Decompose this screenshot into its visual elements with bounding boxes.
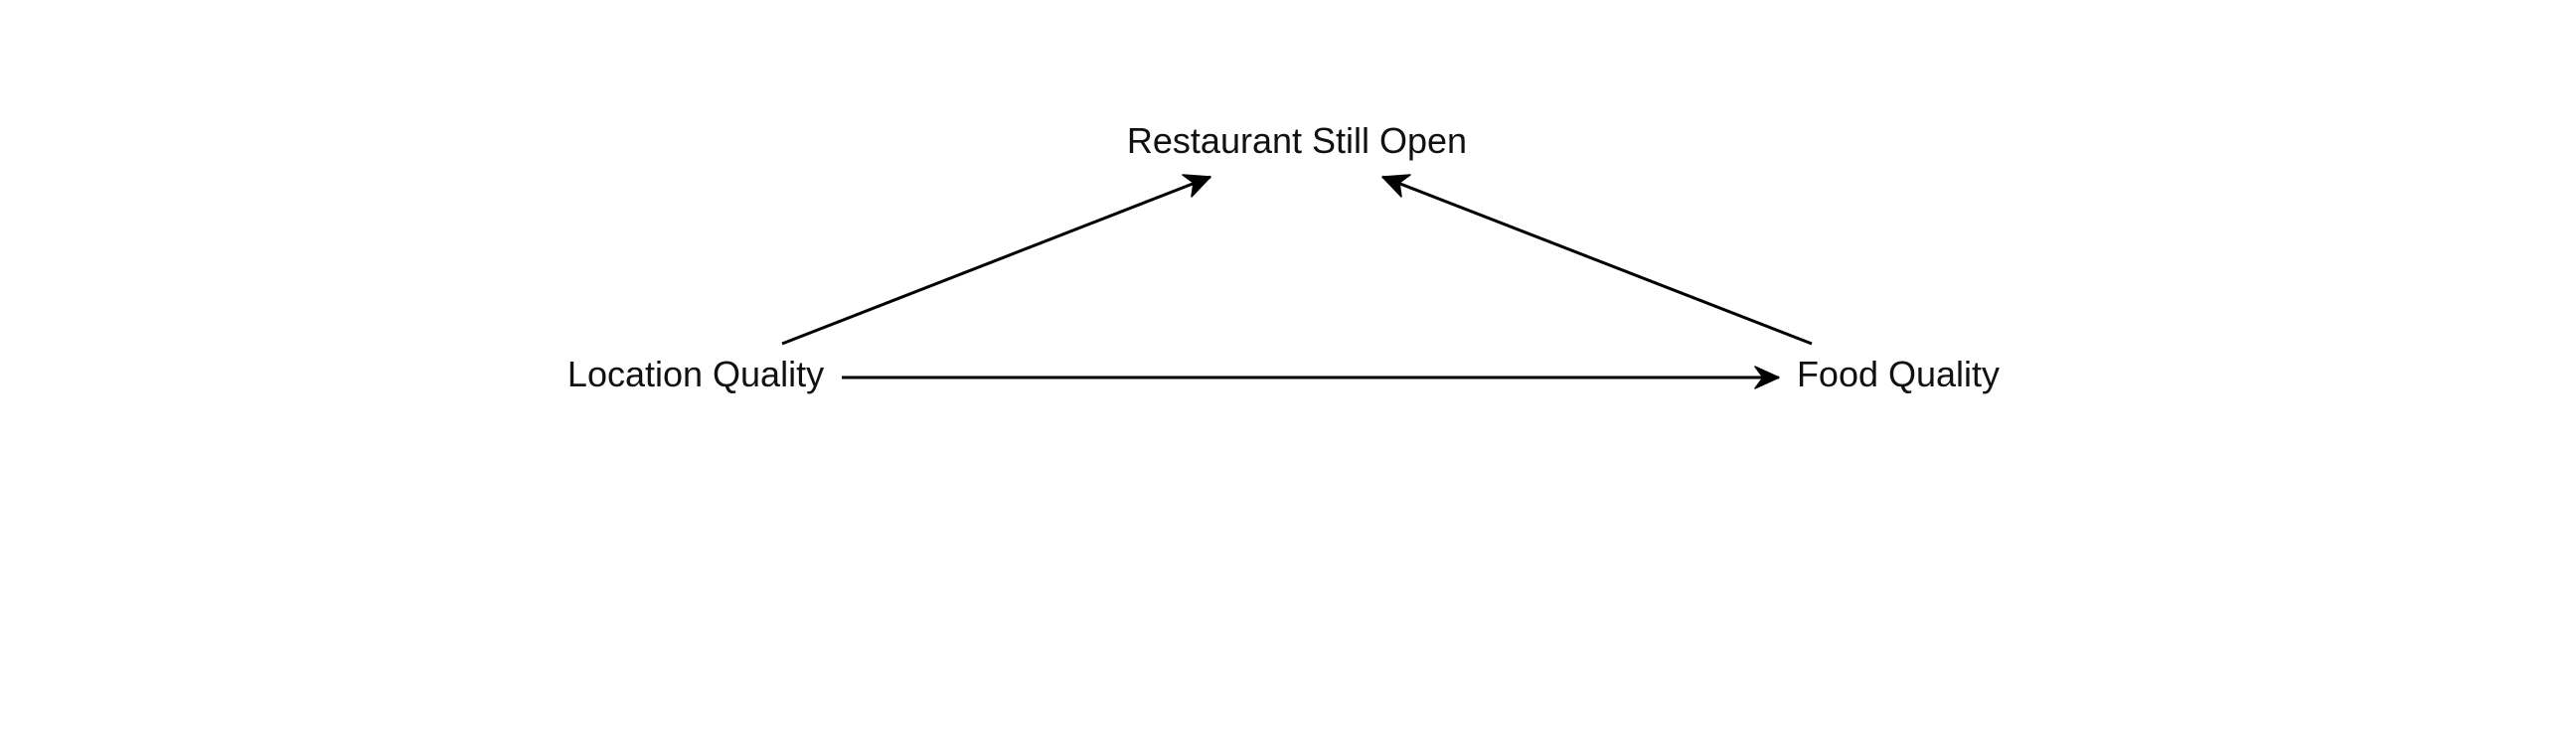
diagram-edges [781, 174, 1813, 389]
arrowhead-icon [1182, 174, 1211, 198]
diagram-nodes: Restaurant Still Open Location Quality F… [567, 120, 2000, 394]
node-location-quality: Location Quality [567, 354, 824, 394]
arrowhead-icon [1381, 174, 1411, 198]
arrowhead-icon [1754, 366, 1780, 389]
edge-line [1381, 175, 1813, 346]
edge-line [781, 175, 1211, 346]
node-restaurant-still-open: Restaurant Still Open [1127, 120, 1467, 161]
node-food-quality: Food Quality [1797, 354, 2000, 394]
edge-location-to-restaurant [781, 174, 1211, 346]
edge-food-to-restaurant [1381, 174, 1813, 346]
edge-location-to-food [842, 366, 1780, 389]
